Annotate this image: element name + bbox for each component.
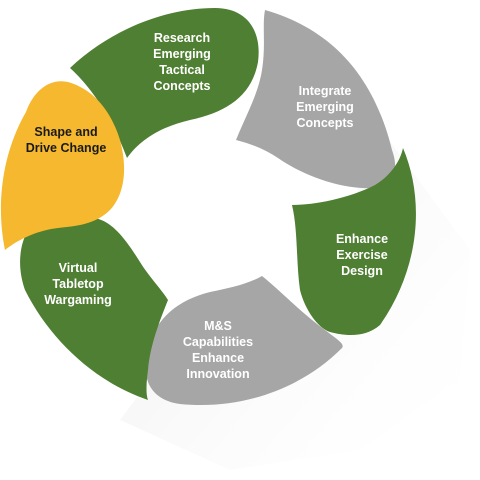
segment-label-line: Innovation	[186, 367, 249, 381]
segment-label-line: Capabilities	[183, 335, 253, 349]
segment-label-line: Tactical	[159, 63, 205, 77]
segment-label-line: Integrate	[299, 84, 352, 98]
segment-label-line: Concepts	[297, 116, 354, 130]
segment-enhance-exercise-design	[292, 148, 416, 336]
segment-label-line: Concepts	[154, 79, 211, 93]
segment-shape-and-drive-change	[0, 81, 125, 250]
segment-label-line: Design	[341, 264, 383, 278]
segment-label-line: Research	[154, 31, 210, 45]
segment-label-line: Wargaming	[44, 293, 112, 307]
segment-label-line: Emerging	[296, 100, 354, 114]
segment-integrate-emerging-concepts	[236, 10, 396, 189]
segment-virtual-tabletop-wargaming	[20, 217, 169, 400]
segment-label-line: Exercise	[336, 248, 387, 262]
segment-research-emerging-tactical-concepts	[70, 8, 259, 158]
segment-label-line: Shape and	[34, 125, 97, 139]
segment-ms-capabilities-enhance-innovation	[145, 276, 343, 406]
segment-label-line: Enhance	[336, 232, 388, 246]
segment-label-line: Drive Change	[26, 141, 107, 155]
segment-label-line: Tabletop	[52, 277, 104, 291]
segment-label-line: Enhance	[192, 351, 244, 365]
segment-label-line: M&S	[204, 319, 232, 333]
segment-label-line: Emerging	[153, 47, 211, 61]
segment-label-line: Virtual	[59, 261, 98, 275]
